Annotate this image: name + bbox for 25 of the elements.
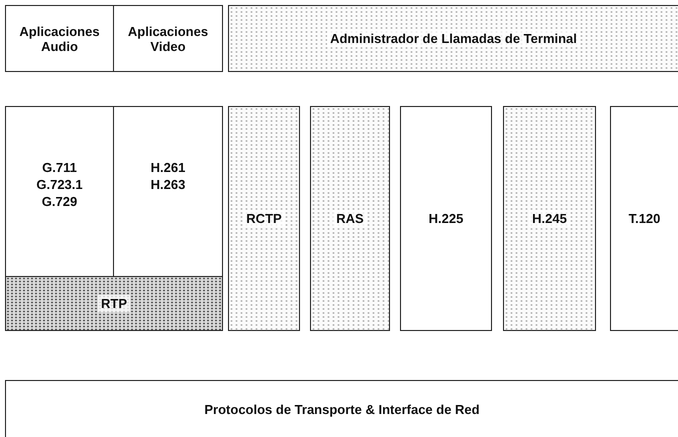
layer-label: H.263 — [150, 176, 186, 193]
layer-label: H.261 — [150, 159, 186, 176]
layer-label: G.729 — [40, 193, 78, 210]
protocol-layer-box — [610, 106, 678, 331]
protocol-layer-box — [228, 5, 678, 72]
layer-label: RAS — [333, 210, 367, 227]
layer-label: G.723.1 — [35, 176, 84, 193]
protocol-layer-box — [400, 106, 492, 331]
protocol-layer-box — [5, 276, 223, 331]
layer-label: H.225 — [428, 210, 464, 227]
layer-label: Administrador de Llamadas de Terminal — [327, 30, 580, 47]
layer-label: G.711 — [41, 159, 78, 176]
protocol-layer-box — [113, 5, 223, 72]
layer-label: Aplicaciones Video — [126, 22, 210, 54]
protocol-layer-box — [5, 5, 114, 72]
protocol-layer-box — [228, 106, 300, 331]
layer-label: Aplicaciones Audio — [18, 22, 101, 54]
protocol-layer-box — [5, 380, 678, 437]
protocol-layer-box — [310, 106, 390, 331]
layer-label: RTP — [98, 295, 130, 312]
protocol-layer-box — [503, 106, 596, 331]
layer-label: H.245 — [529, 210, 570, 227]
layer-label: T.120 — [628, 210, 662, 227]
layer-label: RCTP — [243, 210, 285, 227]
layer-label: Protocolos de Transporte & Interface de Red — [203, 400, 481, 418]
